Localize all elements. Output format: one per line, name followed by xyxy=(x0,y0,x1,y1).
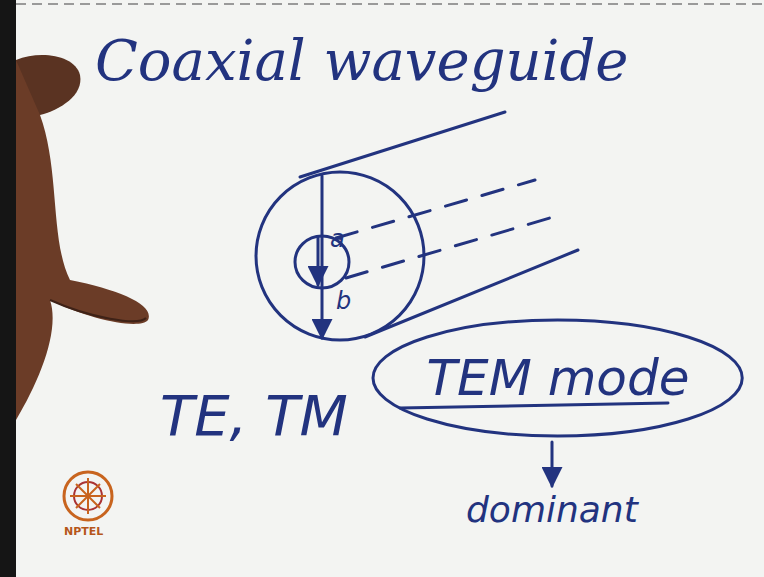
inner-hidden-line xyxy=(336,180,535,238)
circled-mode: TEM mode xyxy=(370,317,745,439)
logo-text: NPTEL xyxy=(64,526,103,538)
outer-conductor xyxy=(256,172,424,340)
paper-edge xyxy=(16,3,764,5)
title: Coaxial waveguide xyxy=(95,30,628,92)
mode-name: TEM mode xyxy=(427,351,690,406)
finger-crease xyxy=(50,300,146,321)
radius-a-arrow xyxy=(317,238,320,285)
ellipse-outline xyxy=(373,320,742,436)
pointer-arrow xyxy=(551,442,554,486)
inner-hidden-line xyxy=(346,215,560,278)
paper-sheet xyxy=(16,0,764,577)
mode-names: TE, TM xyxy=(160,385,348,447)
outer-surface-line xyxy=(300,112,505,177)
radius-b-arrow xyxy=(321,176,324,338)
radius-label: a xyxy=(330,226,345,252)
logo-ring xyxy=(64,472,112,520)
radius-label: b xyxy=(336,288,351,314)
hand xyxy=(16,60,149,420)
note-text: dominant xyxy=(466,490,638,530)
logo-star xyxy=(70,478,106,514)
